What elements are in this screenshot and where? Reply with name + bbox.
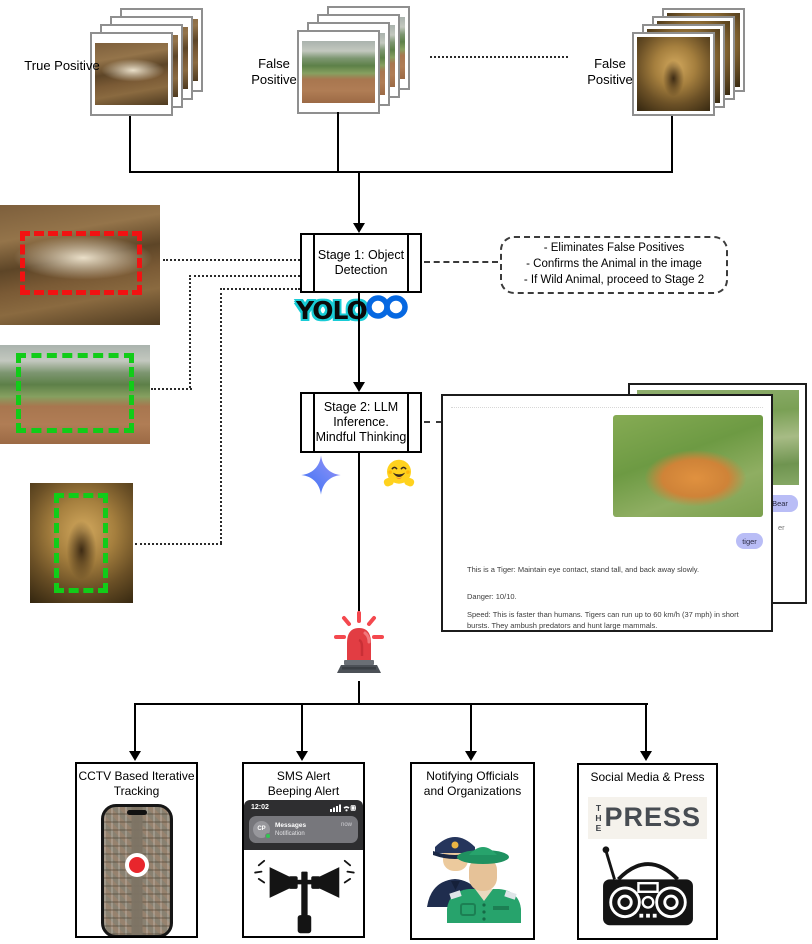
card-separator: [451, 407, 763, 408]
connector-line: [129, 116, 131, 173]
stage1-note: - Eliminates False Positives - Confirms …: [500, 236, 728, 294]
tiger-tag: tiger: [736, 533, 763, 549]
siren-megaphone-icon: [253, 859, 355, 934]
green-bounding-box: [54, 493, 108, 593]
arrowhead: [353, 382, 365, 392]
output-box-officials: Notifying Officials and Organizations: [410, 762, 535, 940]
arrowhead: [465, 751, 477, 761]
connector-line: [135, 703, 648, 705]
arrowhead: [129, 751, 141, 761]
cctv-title-line1: CCTV Based Iterative: [78, 769, 195, 783]
meta-logo: [366, 295, 408, 319]
connector-line: [470, 703, 472, 752]
contact-avatar: CP: [253, 821, 271, 839]
photo-card: [90, 32, 173, 116]
connector-line: [134, 703, 136, 752]
output-box-sms: SMS Alert Beeping Alert 12:02 CP M: [242, 762, 365, 938]
photo-card: [632, 32, 715, 116]
stage2-box: Stage 2: LLM Inference. Mindful Thinking: [300, 392, 422, 453]
green-bounding-box: [16, 353, 134, 433]
note-line1: - Eliminates False Positives: [543, 242, 685, 255]
output-box-press: Social Media & Press THE PRESS: [577, 763, 718, 940]
cctv-title-line2: Tracking: [113, 784, 160, 798]
dotted-connector: [220, 288, 222, 543]
press-logo: THE PRESS: [587, 797, 708, 839]
status-time: 12:02: [251, 804, 269, 811]
back-card-text-fragment: er: [778, 523, 785, 532]
status-icons: [330, 804, 356, 812]
label-true-positive: True Positive: [24, 58, 100, 73]
phone-notch: [126, 810, 147, 815]
dotted-connector: [189, 275, 191, 388]
officials-title-line1: Notifying Officials: [426, 769, 519, 783]
dotted-connector: [151, 388, 192, 390]
connector-line: [358, 453, 360, 611]
notification-app: Messages: [275, 822, 307, 829]
sms-title-line2: Beeping Alert: [267, 784, 340, 798]
cyclist-detection-photo: [0, 345, 150, 444]
photo-card: [297, 30, 380, 114]
dotted-connector: [220, 288, 300, 290]
tiger-night-photo: [95, 43, 168, 105]
arrowhead: [640, 751, 652, 761]
note-line2: - Confirms the Animal in the image: [526, 258, 702, 271]
yolo-logo: YOLO: [296, 296, 368, 325]
arrowhead: [353, 223, 365, 233]
dashed-connector: [424, 421, 442, 423]
connector-line: [129, 171, 673, 173]
police-ranger-icon: [426, 837, 521, 923]
deer-night-photo: [637, 37, 710, 111]
label-false-positive-1: False Positive: [251, 56, 297, 87]
huggingface-icon: [383, 459, 415, 487]
press-title: Social Media & Press: [590, 770, 705, 784]
gemini-icon: [301, 455, 341, 495]
cyclist-photo: [302, 41, 375, 103]
ellipsis-dotted-line: [430, 56, 568, 58]
tiger-photo: [613, 415, 763, 517]
dashed-connector: [424, 261, 498, 263]
sms-title-line1: SMS Alert: [276, 769, 331, 783]
deer-detection-photo: [30, 483, 133, 603]
tiger-detection-photo: [0, 205, 160, 325]
connector-line: [337, 112, 339, 173]
notification-time: now: [340, 822, 352, 828]
label-false-positive-2: False Positive: [587, 56, 633, 87]
tracking-phone: [100, 804, 173, 936]
dotted-connector: [189, 275, 300, 277]
connector-line: [671, 116, 673, 173]
llm-response-card: tiger This is a Tiger: Maintain eye cont…: [441, 394, 773, 632]
stage2-title-line3: Mindful Thinking: [315, 429, 407, 444]
ranger-icon: [446, 847, 521, 923]
notification-subtitle: Notification: [275, 831, 305, 837]
llm-answer-line1: This is a Tiger: Maintain eye contact, s…: [467, 565, 700, 574]
location-dot: [124, 853, 149, 877]
connector-line: [358, 171, 360, 224]
stage1-box: Stage 1: Object Detection: [300, 233, 422, 293]
officials-title-line2: and Organizations: [423, 784, 522, 798]
note-line3: - If Wild Animal, proceed to Stage 2: [523, 273, 705, 286]
phone-notification-screenshot: 12:02 CP Messages Notification now: [244, 800, 363, 850]
connector-line: [358, 681, 360, 704]
radio-icon: [602, 846, 693, 926]
red-bounding-box: [20, 231, 142, 295]
llm-answer-line3: Speed: This is faster than humans. Tiger…: [467, 610, 739, 630]
connector-line: [301, 703, 303, 752]
llm-answer-line2: Danger: 10/10.: [467, 592, 517, 601]
connector-line: [358, 293, 360, 384]
output-box-cctv: CCTV Based Iterative Tracking: [75, 762, 198, 938]
connector-line: [645, 703, 647, 752]
message-notification: CP Messages Notification now: [249, 816, 358, 843]
stage2-title-line1: Stage 2: LLM: [323, 400, 399, 415]
press-logo-the: THE: [593, 802, 604, 833]
stage1-title-line2: Detection: [334, 263, 388, 277]
dotted-connector: [163, 259, 300, 261]
stage1-title-line1: Stage 1: Object: [317, 248, 405, 263]
stage2-title-line2: Inference.: [333, 415, 389, 430]
dotted-connector: [135, 543, 222, 545]
press-logo-press: PRESS: [604, 802, 702, 832]
siren-icon: [334, 611, 384, 673]
arrowhead: [296, 751, 308, 761]
